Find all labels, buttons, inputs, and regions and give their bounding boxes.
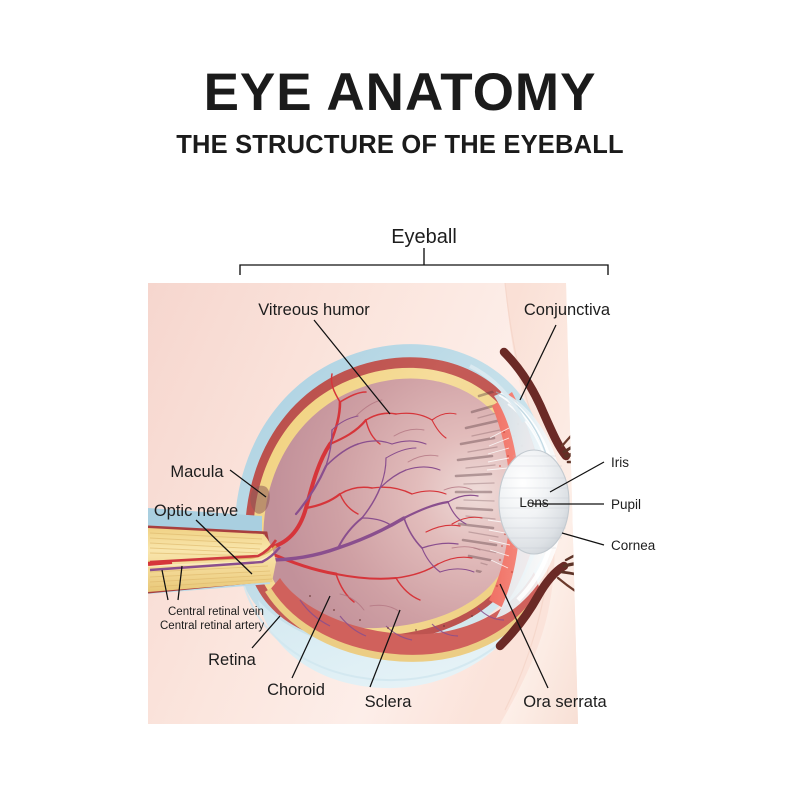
label-central-retinal-vein: Central retinal vein xyxy=(168,606,264,618)
label-iris: Iris xyxy=(611,455,629,470)
label-vitreous-humor: Vitreous humor xyxy=(258,301,370,319)
lower-choroid-band xyxy=(265,572,546,662)
label-cornea: Cornea xyxy=(611,538,656,553)
label-lens: Lens xyxy=(519,495,549,510)
bracket-label-eyeball: Eyeball xyxy=(391,226,457,248)
eyeball-bracket xyxy=(239,248,609,275)
leader-lines xyxy=(161,319,605,689)
optic-nerve xyxy=(148,508,281,594)
label-choroid: Choroid xyxy=(267,681,325,699)
lens xyxy=(498,449,570,555)
label-ora-serrata: Ora serrata xyxy=(523,693,607,711)
page-subtitle: THE STRUCTURE OF THE EYEBALL xyxy=(176,131,624,159)
page-title: EYE ANATOMY xyxy=(203,63,597,122)
label-central-retinal-artery: Central retinal artery xyxy=(160,620,264,632)
conjunctiva-layer xyxy=(469,364,526,423)
macula-region xyxy=(250,485,270,514)
label-sclera: Sclera xyxy=(365,693,413,711)
retinal-vessel-network xyxy=(266,373,483,613)
vitreous-humor-body xyxy=(263,378,526,629)
label-conjunctiva: Conjunctiva xyxy=(524,301,611,319)
label-pupil: Pupil xyxy=(611,497,641,512)
label-optic-nerve: Optic nerve xyxy=(154,502,238,520)
label-retina: Retina xyxy=(208,651,257,669)
label-macula: Macula xyxy=(170,463,224,481)
